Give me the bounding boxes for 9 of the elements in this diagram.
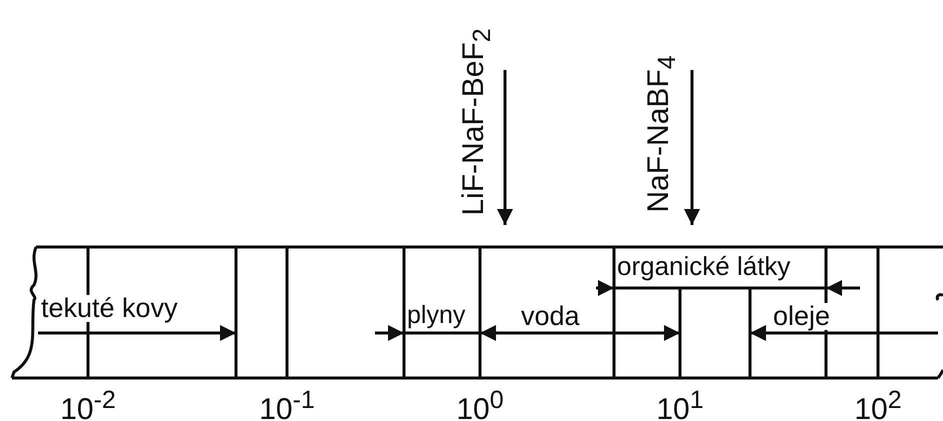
range-label: plyny: [406, 303, 466, 328]
tick-label: 10$^{1}$: [655, 388, 705, 421]
tick-label: 10$^{-2}$: [59, 388, 117, 421]
range-label: organické látky: [616, 253, 792, 279]
range-label: oleje: [772, 303, 832, 330]
tick-label: 10$^{0}$: [455, 388, 505, 421]
range-label: tekuté kovy: [40, 295, 179, 322]
tick-label: 10$^{2}$: [853, 388, 903, 421]
tick-label: 10$^{-1}$: [258, 388, 316, 421]
